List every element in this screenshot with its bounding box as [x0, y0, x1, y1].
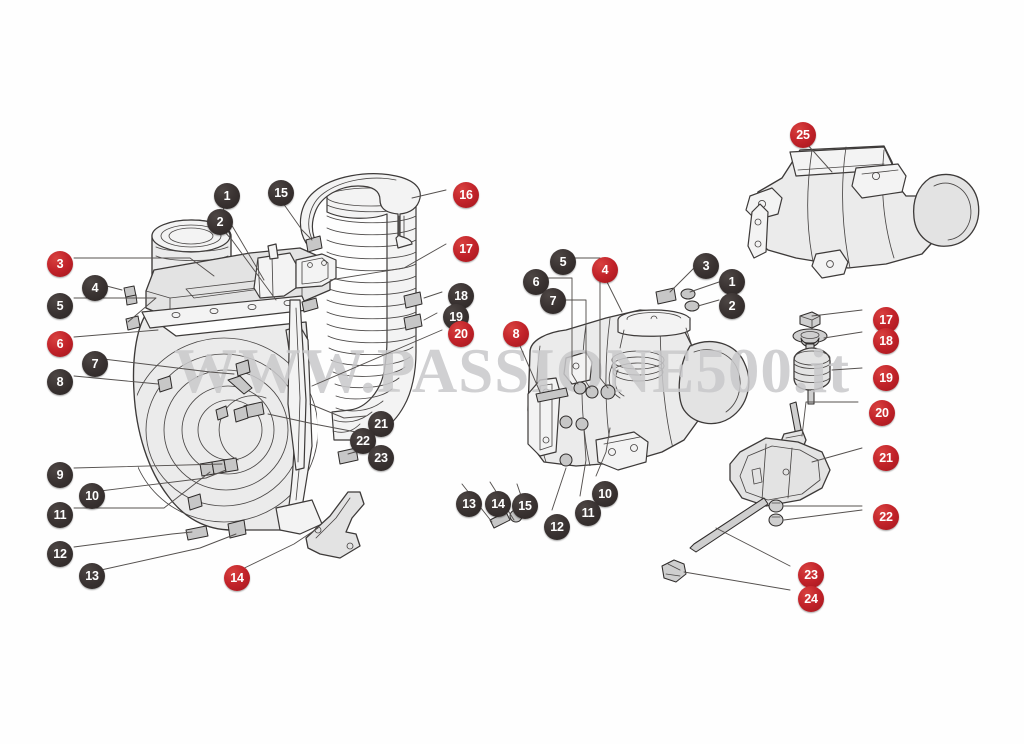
callout-bubble-label: 17	[879, 312, 893, 327]
callout-bubble-20[interactable]: 20	[869, 400, 895, 426]
callout-bubble-label: 19	[449, 309, 463, 324]
callout-bubble-18[interactable]: 18	[873, 328, 899, 354]
callout-bubble-label: 18	[879, 333, 893, 348]
callout-bubble-11[interactable]: 11	[575, 500, 601, 526]
callout-bubble-4[interactable]: 4	[82, 275, 108, 301]
callout-bubble-label: 14	[491, 496, 505, 511]
callout-bubble-label: 3	[56, 256, 64, 271]
callout-bubble-8[interactable]: 8	[503, 321, 529, 347]
callout-bubble-21[interactable]: 21	[873, 445, 899, 471]
callout-bubble-label: 10	[598, 486, 612, 501]
callout-bubble-label: 17	[459, 241, 473, 256]
callout-bubble-label: 1	[223, 188, 231, 203]
callout-bubble-label: 19	[879, 370, 893, 385]
callout-bubble-4[interactable]: 4	[592, 257, 618, 283]
callout-bubble-11[interactable]: 11	[47, 502, 73, 528]
callout-bubble-label: 20	[875, 405, 889, 420]
callout-bubble-label: 4	[91, 280, 99, 295]
right-assembly-artwork	[745, 145, 980, 279]
callout-bubble-label: 8	[512, 326, 520, 341]
callout-bubble-label: 9	[56, 467, 64, 482]
callout-bubble-14[interactable]: 14	[224, 565, 250, 591]
callout-bubble-23[interactable]: 23	[798, 562, 824, 588]
callout-bubble-2[interactable]: 2	[207, 209, 233, 235]
callout-bubble-19[interactable]: 19	[873, 365, 899, 391]
callout-bubble-22[interactable]: 22	[873, 504, 899, 530]
right-stacked-parts	[779, 311, 831, 453]
callout-bubble-label: 21	[374, 416, 388, 431]
carb-mount-left	[253, 243, 337, 299]
callout-bubble-label: 21	[879, 450, 893, 465]
callout-bubble-15[interactable]: 15	[512, 493, 538, 519]
callout-bubble-label: 12	[53, 546, 67, 561]
callout-bubble-7[interactable]: 7	[82, 351, 108, 377]
callout-bubble-label: 15	[518, 498, 532, 513]
callout-bubble-12[interactable]: 12	[544, 514, 570, 540]
part-19-mount	[793, 347, 831, 391]
part-22-clips	[768, 499, 784, 527]
callout-bubble-5[interactable]: 5	[47, 293, 73, 319]
callout-bubble-label: 14	[230, 570, 244, 585]
callout-bubble-label: 2	[728, 298, 736, 313]
callout-bubble-12[interactable]: 12	[47, 541, 73, 567]
callout-bubble-label: 11	[53, 507, 67, 522]
callout-bubble-23[interactable]: 23	[368, 445, 394, 471]
callout-bubble-label: 6	[532, 274, 540, 289]
part-24-plug	[661, 559, 687, 583]
callout-bubble-7[interactable]: 7	[540, 288, 566, 314]
callout-bubble-label: 18	[454, 288, 468, 303]
center-assembly-artwork	[527, 309, 750, 471]
callout-bubble-20[interactable]: 20	[448, 321, 474, 347]
callout-bubble-label: 4	[601, 262, 609, 277]
callout-bubble-label: 23	[374, 450, 388, 465]
callout-bubble-label: 3	[702, 258, 710, 273]
callout-bubble-label: 23	[804, 567, 818, 582]
callout-bubble-label: 10	[85, 488, 99, 503]
callout-bubble-label: 8	[56, 374, 64, 389]
callout-bubble-label: 15	[274, 185, 288, 200]
callout-bubble-16[interactable]: 16	[453, 182, 479, 208]
callout-bubble-label: 7	[549, 293, 557, 308]
callout-bubble-8[interactable]: 8	[47, 369, 73, 395]
callout-bubble-label: 24	[804, 591, 818, 606]
callout-bubble-3[interactable]: 3	[47, 251, 73, 277]
callout-bubble-label: 22	[356, 433, 370, 448]
callout-bubble-label: 13	[462, 496, 476, 511]
callout-bubble-13[interactable]: 13	[456, 491, 482, 517]
callout-bubble-label: 7	[91, 356, 99, 371]
callout-bubble-label: 2	[216, 214, 224, 229]
callout-bubble-label: 5	[56, 298, 64, 313]
callout-bubble-5[interactable]: 5	[550, 249, 576, 275]
upper-hose-left	[299, 173, 421, 249]
callout-bubble-label: 11	[581, 505, 595, 520]
left-assembly-artwork	[132, 173, 421, 559]
callout-bubble-10[interactable]: 10	[79, 483, 105, 509]
callout-bubble-9[interactable]: 9	[47, 462, 73, 488]
callout-bubble-24[interactable]: 24	[798, 586, 824, 612]
callout-bubble-2[interactable]: 2	[719, 293, 745, 319]
callout-bubble-label: 12	[550, 519, 564, 534]
callout-bubble-3[interactable]: 3	[693, 253, 719, 279]
callout-bubble-13[interactable]: 13	[79, 563, 105, 589]
callout-bubble-label: 16	[459, 187, 473, 202]
callout-bubble-label: 22	[879, 509, 893, 524]
callout-bubble-label: 1	[728, 274, 736, 289]
callout-bubble-17[interactable]: 17	[453, 236, 479, 262]
callout-bubble-14[interactable]: 14	[485, 491, 511, 517]
right-shield-and-rod	[661, 437, 831, 583]
callout-bubble-label: 5	[559, 254, 567, 269]
callout-bubble-label: 13	[85, 568, 99, 583]
callout-bubble-label: 6	[56, 336, 64, 351]
callout-bubble-1[interactable]: 1	[214, 183, 240, 209]
callout-bubble-15[interactable]: 15	[268, 180, 294, 206]
callout-bubble-25[interactable]: 25	[790, 122, 816, 148]
callout-bubble-label: 25	[796, 127, 810, 142]
callout-bubble-6[interactable]: 6	[47, 331, 73, 357]
coil-detail-center	[608, 350, 665, 399]
callout-bubble-1[interactable]: 1	[719, 269, 745, 295]
callout-bubble-label: 20	[454, 326, 468, 341]
